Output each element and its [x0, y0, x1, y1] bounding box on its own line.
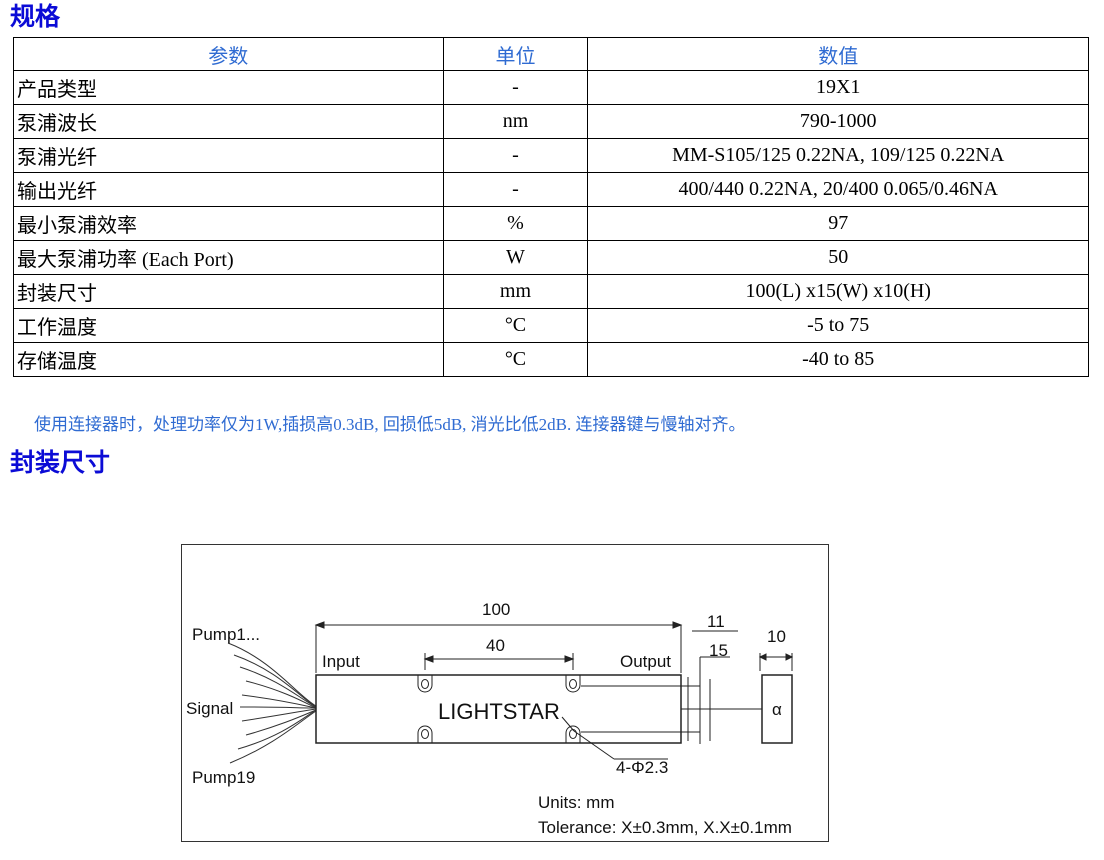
- package-heading: 封装尺寸: [10, 448, 111, 477]
- table-row: 工作温度 °C -5 to 75: [13, 308, 1089, 343]
- row-value: MM-S105/125 0.22NA, 109/125 0.22NA: [587, 138, 1089, 173]
- row-param: 最大泵浦功率 (Each Port): [13, 240, 444, 275]
- header-unit: 单位: [442, 37, 589, 71]
- tolerance-label: Tolerance: X±0.3mm, X.X±0.1mm: [538, 818, 792, 837]
- row-param: 产品类型: [13, 70, 444, 105]
- dim-10-label: 10: [767, 627, 786, 646]
- row-value: 19X1: [587, 70, 1089, 105]
- pump-top-label: Pump1...: [192, 625, 260, 644]
- row-unit: -: [442, 70, 589, 105]
- mounting-holes: [417, 675, 581, 743]
- table-row: 最大泵浦功率 (Each Port) W 50: [13, 240, 1089, 275]
- row-value: 400/440 0.22NA, 20/400 0.065/0.46NA: [587, 172, 1089, 207]
- table-row: 存储温度 °C -40 to 85: [13, 342, 1089, 377]
- hole-spec-label: 4-Φ2.3: [616, 758, 668, 777]
- row-unit: nm: [442, 104, 589, 139]
- output-fiber: [581, 677, 762, 741]
- row-param: 泵浦波长: [13, 104, 444, 139]
- output-label: Output: [620, 652, 671, 671]
- package-drawing: Pump1... Signal Pump19 Input Output LIGH…: [181, 544, 829, 842]
- row-unit: -: [442, 138, 589, 173]
- side-mark: α: [772, 700, 782, 719]
- pump-bottom-label: Pump19: [192, 768, 255, 787]
- row-unit: °C: [442, 308, 589, 343]
- package-drawing-svg: Pump1... Signal Pump19 Input Output LIGH…: [186, 600, 794, 837]
- spec-table: 参数 单位 数值 产品类型 - 19X1 泵浦波长 nm 790-1000 泵浦…: [13, 37, 1089, 377]
- hole-leader: [573, 730, 615, 760]
- row-param: 存储温度: [13, 342, 444, 377]
- row-param: 泵浦光纤: [13, 138, 444, 173]
- table-row: 输出光纤 - 400/440 0.22NA, 20/400 0.065/0.46…: [13, 172, 1089, 207]
- table-header-row: 参数 单位 数值: [13, 37, 1089, 71]
- row-value: 790-1000: [587, 104, 1089, 139]
- row-param: 最小泵浦效率: [13, 206, 444, 241]
- table-row: 封装尺寸 mm 100(L) x15(W) x10(H): [13, 274, 1089, 309]
- header-param: 参数: [13, 37, 444, 71]
- dim-length-label: 100: [482, 600, 510, 619]
- connector-note: 使用连接器时，处理功率仅为1W,插损高0.3dB, 回损低5dB, 消光比低2d…: [34, 415, 746, 434]
- row-value: 100(L) x15(W) x10(H): [587, 274, 1089, 309]
- table-row: 产品类型 - 19X1: [13, 70, 1089, 105]
- dim-11-label: 11: [707, 612, 725, 631]
- input-label: Input: [322, 652, 360, 671]
- hole-leader-a: [561, 716, 575, 732]
- row-param: 工作温度: [13, 308, 444, 343]
- signal-label: Signal: [186, 699, 233, 718]
- row-value: 50: [587, 240, 1089, 275]
- row-unit: mm: [442, 274, 589, 309]
- header-value: 数值: [587, 37, 1089, 71]
- dimension-lines: [314, 621, 794, 744]
- dim-holes-label: 40: [486, 636, 505, 655]
- units-label: Units: mm: [538, 793, 615, 812]
- connector-side-view: [761, 674, 793, 744]
- row-value: 97: [587, 206, 1089, 241]
- spec-heading: 规格: [10, 2, 61, 31]
- row-unit: %: [442, 206, 589, 241]
- table-row: 最小泵浦效率 % 97: [13, 206, 1089, 241]
- row-value: -5 to 75: [587, 308, 1089, 343]
- row-param: 封装尺寸: [13, 274, 444, 309]
- row-value: -40 to 85: [587, 342, 1089, 377]
- row-unit: °C: [442, 342, 589, 377]
- dim-15-label: 15: [709, 641, 728, 660]
- table-row: 泵浦光纤 - MM-S105/125 0.22NA, 109/125 0.22N…: [13, 138, 1089, 173]
- row-unit: -: [442, 172, 589, 207]
- table-row: 泵浦波长 nm 790-1000: [13, 104, 1089, 139]
- fiber-bundle: [227, 642, 317, 764]
- row-param: 输出光纤: [13, 172, 444, 207]
- row-unit: W: [442, 240, 589, 275]
- brand-label: LIGHTSTAR: [438, 699, 560, 724]
